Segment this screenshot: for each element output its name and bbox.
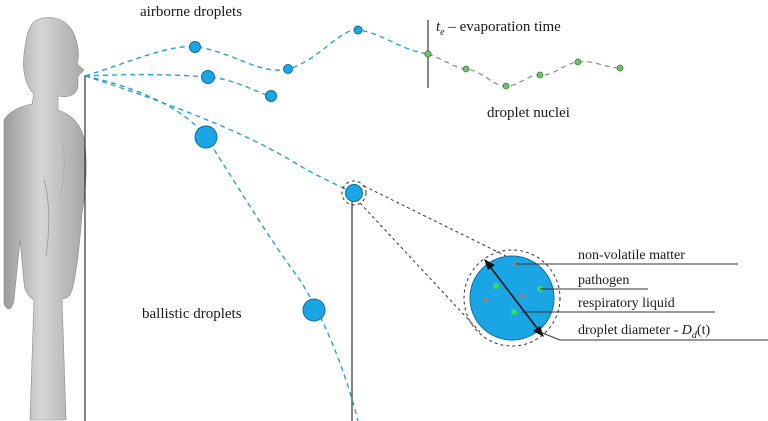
zoom-connector-lower xyxy=(359,202,481,333)
non-volatile-particle xyxy=(483,297,489,303)
droplet-nucleus xyxy=(462,65,470,73)
zoom-connector-upper xyxy=(363,185,507,257)
label-droplet-nuclei: droplet nuclei xyxy=(487,105,570,121)
ballistic-trajectory-outer xyxy=(84,75,359,421)
label-respiratory: respiratory liquid xyxy=(578,296,675,311)
respiratory-liquid-body xyxy=(469,255,555,341)
droplet-nucleus xyxy=(424,50,432,58)
ballistic-trajectory-inner xyxy=(84,75,355,194)
droplet-nucleus xyxy=(502,82,510,90)
droplet-nucleus xyxy=(574,58,582,66)
label-diameter: droplet diameter - Dd(t) xyxy=(578,323,710,341)
diameter-arrowhead-top xyxy=(484,259,495,270)
airborne-trajectory-upper xyxy=(84,29,429,77)
ballistic-droplet xyxy=(194,125,218,149)
label-airborne: airborne droplets xyxy=(140,4,242,20)
droplet-nucleus xyxy=(616,64,624,72)
diameter-arrow xyxy=(487,263,541,333)
droplet-nucleus xyxy=(536,71,544,79)
magnified-droplet xyxy=(463,249,561,347)
pathogen-particle xyxy=(493,283,499,289)
airborne-droplet xyxy=(353,25,363,35)
nuclei-trajectory xyxy=(427,53,621,87)
label-non-volatile: non-volatile matter xyxy=(578,248,685,263)
airborne-droplet xyxy=(189,41,201,53)
human-figure xyxy=(3,17,87,421)
label-ballistic: ballistic droplets xyxy=(142,306,242,322)
airborne-droplet xyxy=(283,64,293,74)
selected-droplet-outline xyxy=(341,180,367,206)
airborne-droplet xyxy=(265,90,277,102)
airborne-droplet xyxy=(201,70,215,84)
leader-diameter xyxy=(539,331,768,341)
label-pathogen: pathogen xyxy=(578,273,629,288)
non-volatile-particle xyxy=(519,293,525,299)
diameter-arrowhead-bottom xyxy=(533,326,544,337)
selected-droplet xyxy=(345,184,363,202)
label-evaporation-time: te – evaporation time xyxy=(436,19,561,38)
ballistic-droplet xyxy=(302,298,326,322)
pathogen-particle xyxy=(511,309,517,315)
